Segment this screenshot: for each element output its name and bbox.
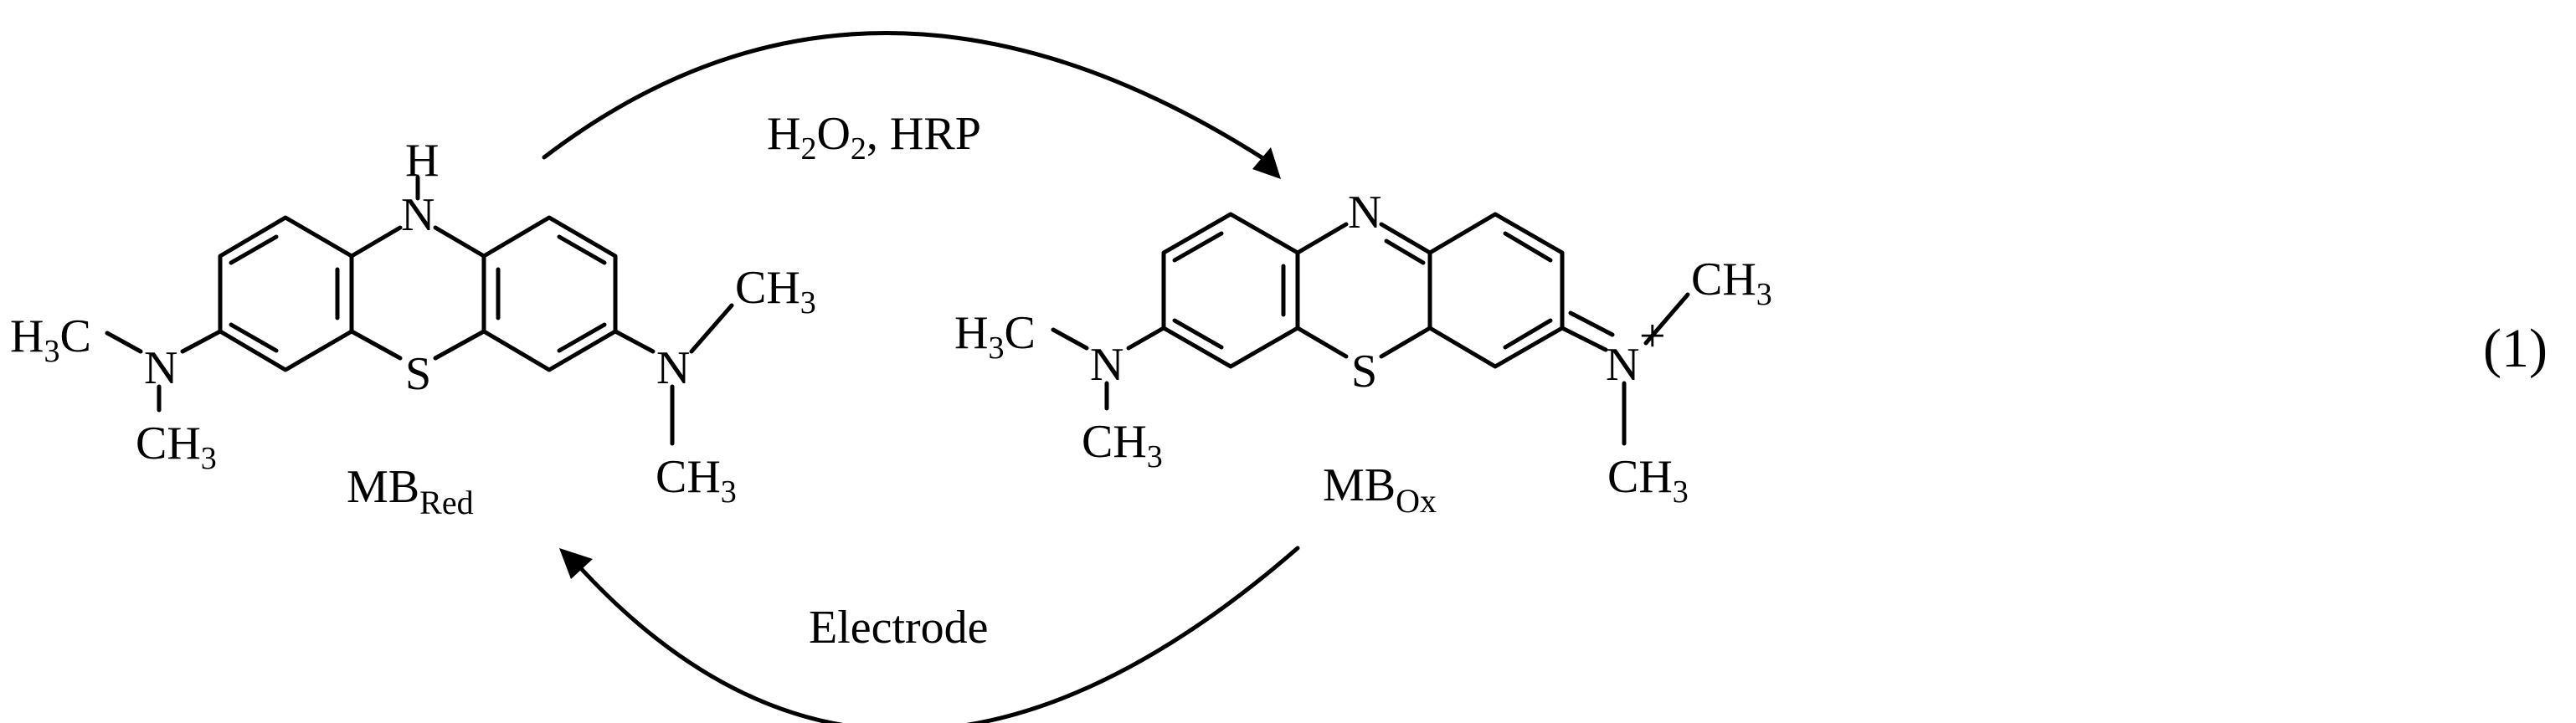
equation-number: (1) <box>2483 318 2548 379</box>
reverse-arrowhead <box>559 548 593 579</box>
mb-red-label: MBRed <box>347 461 474 521</box>
mb-red-structure <box>105 175 734 446</box>
mb-red-left-methyl: H3C <box>10 310 91 369</box>
mb-ox-right-lower-methyl: CH3 <box>1607 451 1689 510</box>
mb-ox-structure <box>1051 212 1690 446</box>
mb-ox-left-n: N <box>1090 339 1123 391</box>
mb-ox-left-methyl: H3C <box>954 307 1036 366</box>
mb-ox-s: S <box>1351 346 1377 397</box>
mb-red-left-n: N <box>144 342 177 394</box>
mb-ox-right-ring <box>1427 212 1565 369</box>
mb-ox-charge: + <box>1639 310 1666 362</box>
reagents-top: H2O2, HRP <box>767 108 981 167</box>
mb-ox-right-n: N <box>1606 339 1639 391</box>
forward-arrowhead <box>1252 147 1281 179</box>
mb-ox-left-lower-methyl: CH3 <box>1082 416 1163 474</box>
mb-ox-label: MBOx <box>1323 459 1437 520</box>
mb-red-right-upper-methyl: CH3 <box>735 262 816 320</box>
forward-arrow <box>542 31 1267 162</box>
mb-red-nh-h: H <box>405 135 439 187</box>
mb-ox-left-ring <box>1161 212 1300 369</box>
reverse-arrow <box>575 546 1300 723</box>
mb-red-left-lower-methyl: CH3 <box>136 418 217 476</box>
mb-red-right-ring <box>481 215 618 372</box>
mb-red-right-n: N <box>656 342 690 394</box>
mb-red-left-ring <box>218 215 354 372</box>
mb-red-s: S <box>405 348 431 400</box>
mb-ox-ring-n: N <box>1348 187 1381 238</box>
mb-ox-right-upper-methyl: CH3 <box>1691 254 1772 312</box>
reagent-bottom: Electrode <box>809 602 989 654</box>
mb-red-nh-n: N <box>401 189 434 241</box>
mb-red-right-lower-methyl: CH3 <box>656 451 737 510</box>
